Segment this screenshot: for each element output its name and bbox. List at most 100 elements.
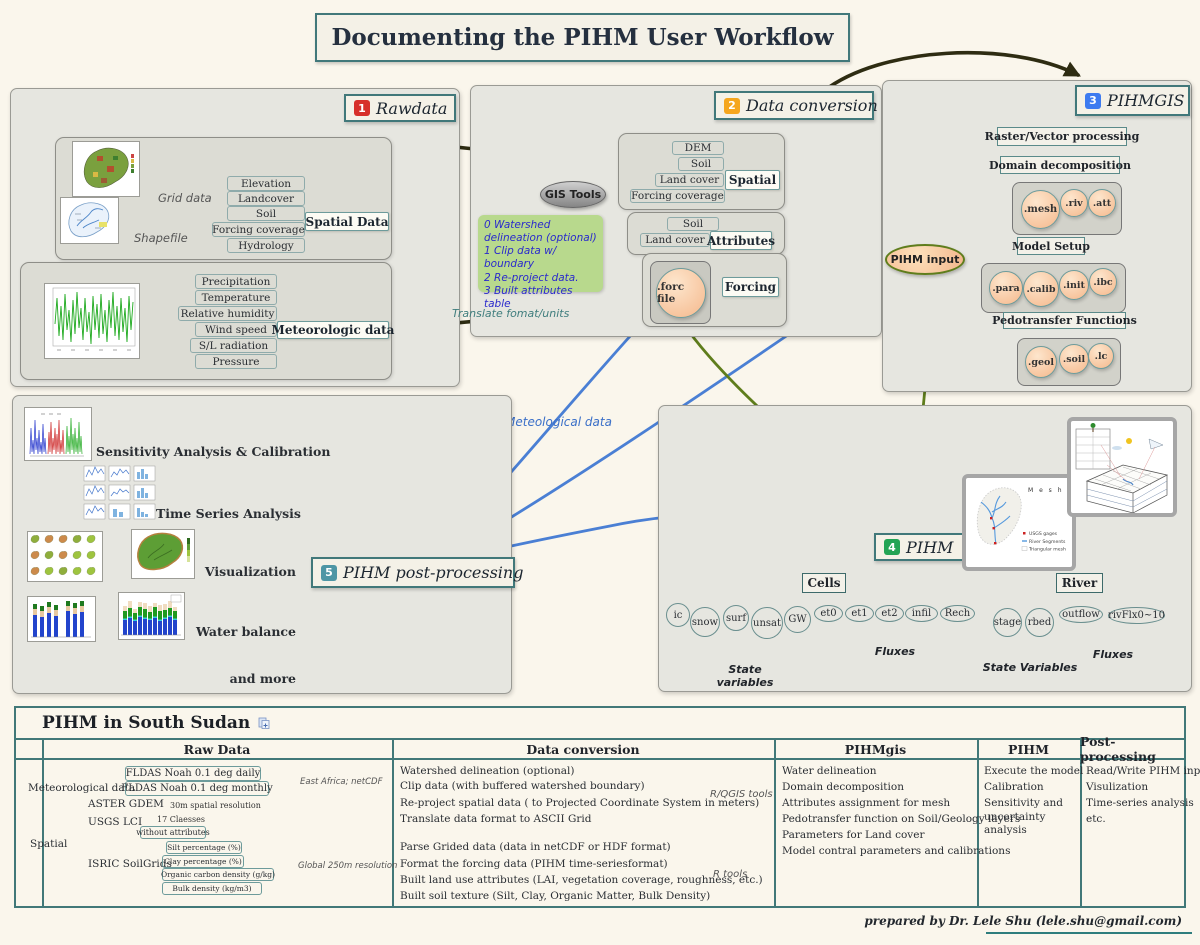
- file-init-label: .init: [1063, 279, 1085, 291]
- conv-spatial-tag: Spatial: [725, 170, 780, 190]
- flux-rech: Rech: [940, 605, 975, 622]
- pihm-input-label: PIHM input: [890, 253, 960, 266]
- table-grid: [16, 740, 1184, 906]
- rawdata-title: Rawdata: [376, 98, 448, 118]
- table-title: PIHM in South Sudan: [42, 713, 251, 733]
- river-fluxes-caption: Fluxes: [1092, 648, 1134, 661]
- header-pihmgis: PIHMgis: [844, 741, 907, 757]
- attr-item-landcover: Land cover: [640, 233, 710, 247]
- raw-fldas-note: East Africa; netCDF: [300, 777, 383, 787]
- meteo-timeseries-graphic: [52, 287, 136, 351]
- gis-note-line-3: 3 Built attributes table: [484, 284, 573, 310]
- forc-file-label: .forc file: [657, 281, 685, 305]
- spatial-item-forcing-coverage: Forcing coverage: [212, 222, 305, 237]
- post-row-2: Time-series analysis: [1086, 797, 1194, 809]
- watershed-map-graphic: [137, 532, 190, 571]
- watershed-grid-thumbnail: [27, 531, 103, 582]
- rawdata-title-box: 1 Rawdata: [344, 94, 456, 122]
- grid-data-label: Grid data: [158, 191, 212, 205]
- step-raster-vector: Raster/Vector processing: [985, 127, 1139, 146]
- meteo-timeseries-thumbnail: [44, 283, 140, 359]
- raw-fldas-monthly: FLDAS Noah 0.1 deg monthly: [121, 781, 273, 796]
- file-para-label: .para: [992, 282, 1020, 294]
- conv-item-soil: Soil: [678, 157, 724, 171]
- pihm-row-2: Sensitivity and uncertainty analysis: [984, 797, 1064, 837]
- gis-note-line-0: 0 Watershed delineation (optional): [484, 219, 597, 245]
- main-title-box: Documenting the PIHM User Workflow: [315, 13, 850, 62]
- raw-isric: ISRIC SoilGrids: [88, 858, 172, 870]
- forcing-tag: Forcing: [722, 277, 779, 297]
- raw-isric-item-3: Bulk density (kg/m3): [162, 882, 262, 895]
- gis-row-4: Parameters for Land cover: [782, 829, 925, 841]
- state-gw-label: GW: [788, 614, 807, 625]
- waterbalance-stacked-graphic: [121, 594, 182, 636]
- flux-et1: et1: [845, 605, 874, 622]
- model-structure-thumbnail: [1067, 417, 1177, 517]
- cell-fluxes-caption: Fluxes: [874, 645, 916, 658]
- raw-spatial-label: Spatial: [30, 838, 68, 850]
- conv-row-1: Clip data (with buffered watershed bound…: [400, 780, 645, 792]
- file-lc: .lc: [1088, 343, 1114, 369]
- table-title-row: PIHM in South Sudan: [16, 708, 1184, 740]
- conv-row-0: Watershed delineation (optional): [400, 765, 575, 777]
- step-pedotransfer: Pedotransfer Functions: [992, 312, 1137, 329]
- flux-et2-label: et2: [881, 608, 898, 619]
- pihm-badge: 4: [884, 539, 900, 555]
- waterbalance-bars-graphic: [31, 601, 91, 638]
- post-processing-badge: 5: [321, 564, 337, 581]
- river-flux-rivflx-label: rivFlx0~10: [1108, 610, 1165, 621]
- watershed-map-thumbnail: [131, 529, 195, 579]
- forc-file-circle: .forc file: [656, 268, 706, 318]
- river-node: River: [1056, 573, 1103, 593]
- meteo-item-relative-humidity: Relative humidity: [178, 306, 277, 321]
- post-row-1: Visulization: [1086, 781, 1149, 793]
- file-riv: .riv: [1060, 189, 1088, 217]
- landcover-map-thumbnail: [72, 141, 140, 197]
- flux-et1-label: et1: [851, 608, 868, 619]
- file-riv-label: .riv: [1065, 197, 1083, 209]
- timeseries-grid-graphic: [83, 465, 156, 520]
- pihm-title-box: 4 PIHM: [874, 533, 964, 561]
- clipboard-plus-icon: [258, 714, 270, 733]
- cells-node: Cells: [802, 573, 846, 593]
- post-processing-title: PIHM post-processing: [343, 563, 524, 582]
- river-states-caption: State Variables: [982, 661, 1078, 674]
- raw-usgs-note-0: 17 Claesses: [157, 815, 205, 824]
- raw-isric-note: Global 250m resolution: [298, 861, 398, 871]
- flux-et0-label: et0: [820, 608, 837, 619]
- header-raw-data: Raw Data: [183, 741, 251, 757]
- state-ic: ic: [666, 603, 690, 627]
- river-state-rbed-label: rbed: [1027, 617, 1052, 628]
- gis-row-2: Attributes assignment for mesh: [782, 797, 951, 809]
- file-init: .init: [1059, 270, 1089, 300]
- waterbalance-stacked-thumbnail: [118, 592, 185, 640]
- gis-steps-note: 0 Watershed delineation (optional) 1 Cli…: [478, 215, 603, 310]
- landcover-map-graphic: [84, 147, 134, 188]
- waterbalance-bars-thumbnail: [27, 596, 96, 642]
- caption-visualization: Visualization: [204, 564, 296, 579]
- river-state-rbed: rbed: [1025, 608, 1054, 637]
- caption-sensitivity: Sensitivity Analysis & Calibration: [96, 444, 331, 459]
- raw-usgs: USGS LCI: [88, 816, 143, 828]
- file-mesh-label: .mesh: [1023, 204, 1058, 215]
- footer-credit: prepared by Dr. Lele Shu (lele.shu@gmail…: [864, 914, 1182, 928]
- model-structure-graphic: [1075, 423, 1169, 514]
- state-ic-label: ic: [673, 609, 683, 621]
- data-conversion-title-box: 2 Data conversion: [714, 91, 878, 120]
- conv-row-4: Parse Grided data (data in netCDF or HDF…: [400, 841, 671, 853]
- file-att: .att: [1088, 189, 1116, 217]
- spatial-item-elevation: Elevation: [227, 176, 305, 191]
- meteo-item-pressure: Pressure: [195, 354, 277, 369]
- gis-row-3: Pedotransfer function on Soil/Geology la…: [782, 813, 1021, 825]
- meteorologic-data-tag: Meteorologic data: [271, 321, 395, 339]
- flux-et0: et0: [814, 605, 843, 622]
- file-mesh: .mesh: [1021, 190, 1060, 229]
- meteo-item-sl-radiation: S/L radiation: [190, 338, 277, 353]
- raw-aster-note: 30m spatial resolution: [170, 801, 261, 810]
- river-state-stage-label: stage: [993, 617, 1022, 628]
- gis-row-5: Model contral parameters and calibration…: [782, 845, 1011, 857]
- raw-isric-item-1: Clay percentage (%): [162, 855, 244, 868]
- post-row-0: Read/Write PIHM input: [1086, 765, 1200, 777]
- timeseries-grid-thumbnail: [82, 464, 156, 522]
